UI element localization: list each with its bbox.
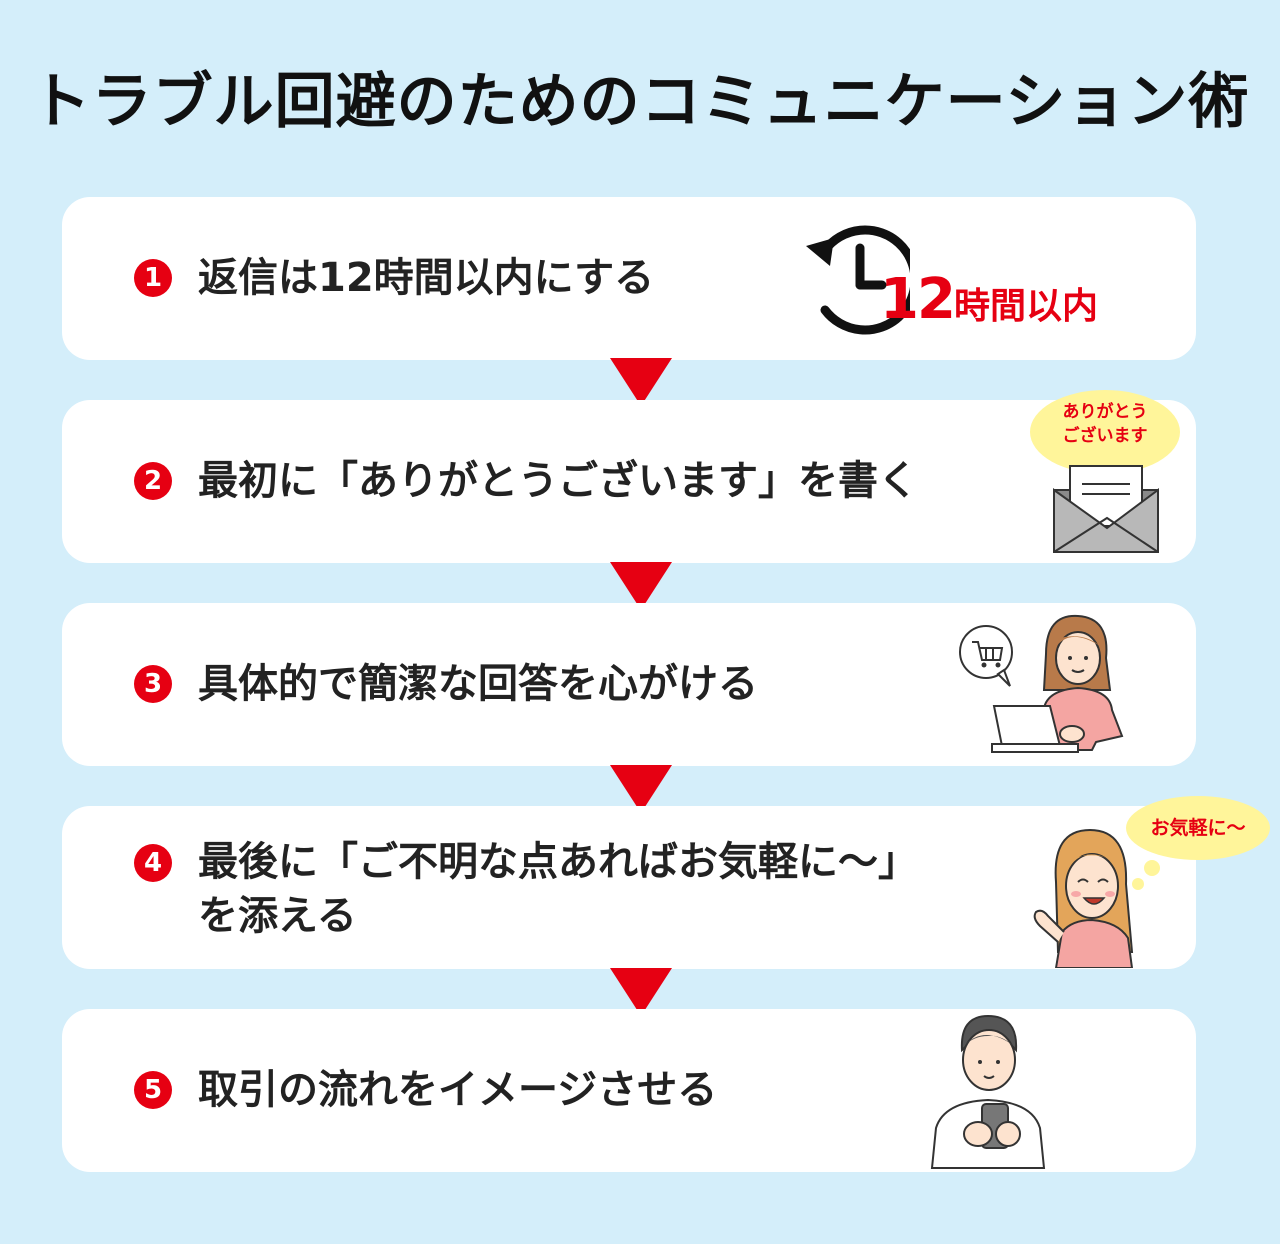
page-title: トラブル回避のためのコミュニケーション術 (30, 67, 1250, 137)
step-number-badge: 2 (134, 462, 172, 500)
clock-label-unit: 時間以内 (953, 286, 1098, 327)
step-card-2: 2 最初に「ありがとうございます」を書く (62, 400, 1196, 563)
woman-laptop-illustration (991, 614, 1124, 753)
flow-arrow (610, 968, 672, 1016)
clock-label-number: 12 (880, 267, 956, 332)
step-card-1: 1 返信は12時間以内にする (62, 197, 1196, 360)
flow-arrow (610, 765, 672, 813)
shopping-cart-icon (959, 625, 1013, 687)
step-number-badge: 4 (134, 844, 172, 882)
step-text-line2: を添える (198, 893, 357, 939)
casual-speech-bubble: お気軽に〜 (1126, 796, 1270, 860)
step-text: 返信は12時間以内にする (198, 255, 655, 301)
thanks-speech-bubble: ありがとう ございます (1030, 390, 1180, 474)
bubble-line: ございます (1062, 426, 1148, 446)
step-text-line1: 最後に「ご不明な点あればお気軽に〜」 (198, 839, 918, 885)
man-smartphone-illustration (930, 1014, 1046, 1169)
step-number-badge: 3 (134, 665, 172, 703)
step-text: 具体的で簡潔な回答を心がける (198, 661, 758, 707)
flow-arrow (610, 358, 672, 406)
step-card-4: 4 最後に「ご不明な点あればお気軽に〜」 を添える (62, 806, 1196, 969)
clock-label: 12時間以内 (880, 272, 1098, 335)
bubble-line: ありがとう (1062, 402, 1148, 422)
flow-arrow (610, 562, 672, 610)
step-text: 取引の流れをイメージさせる (198, 1067, 718, 1113)
clock-icon (806, 225, 910, 335)
envelope-icon (1053, 465, 1159, 553)
bubble-tail-dots (1132, 860, 1160, 890)
smiling-woman-illustration (1033, 828, 1134, 968)
step-number-badge: 5 (134, 1071, 172, 1109)
step-text: 最初に「ありがとうございます」を書く (198, 458, 918, 504)
step-number-badge: 1 (134, 259, 172, 297)
